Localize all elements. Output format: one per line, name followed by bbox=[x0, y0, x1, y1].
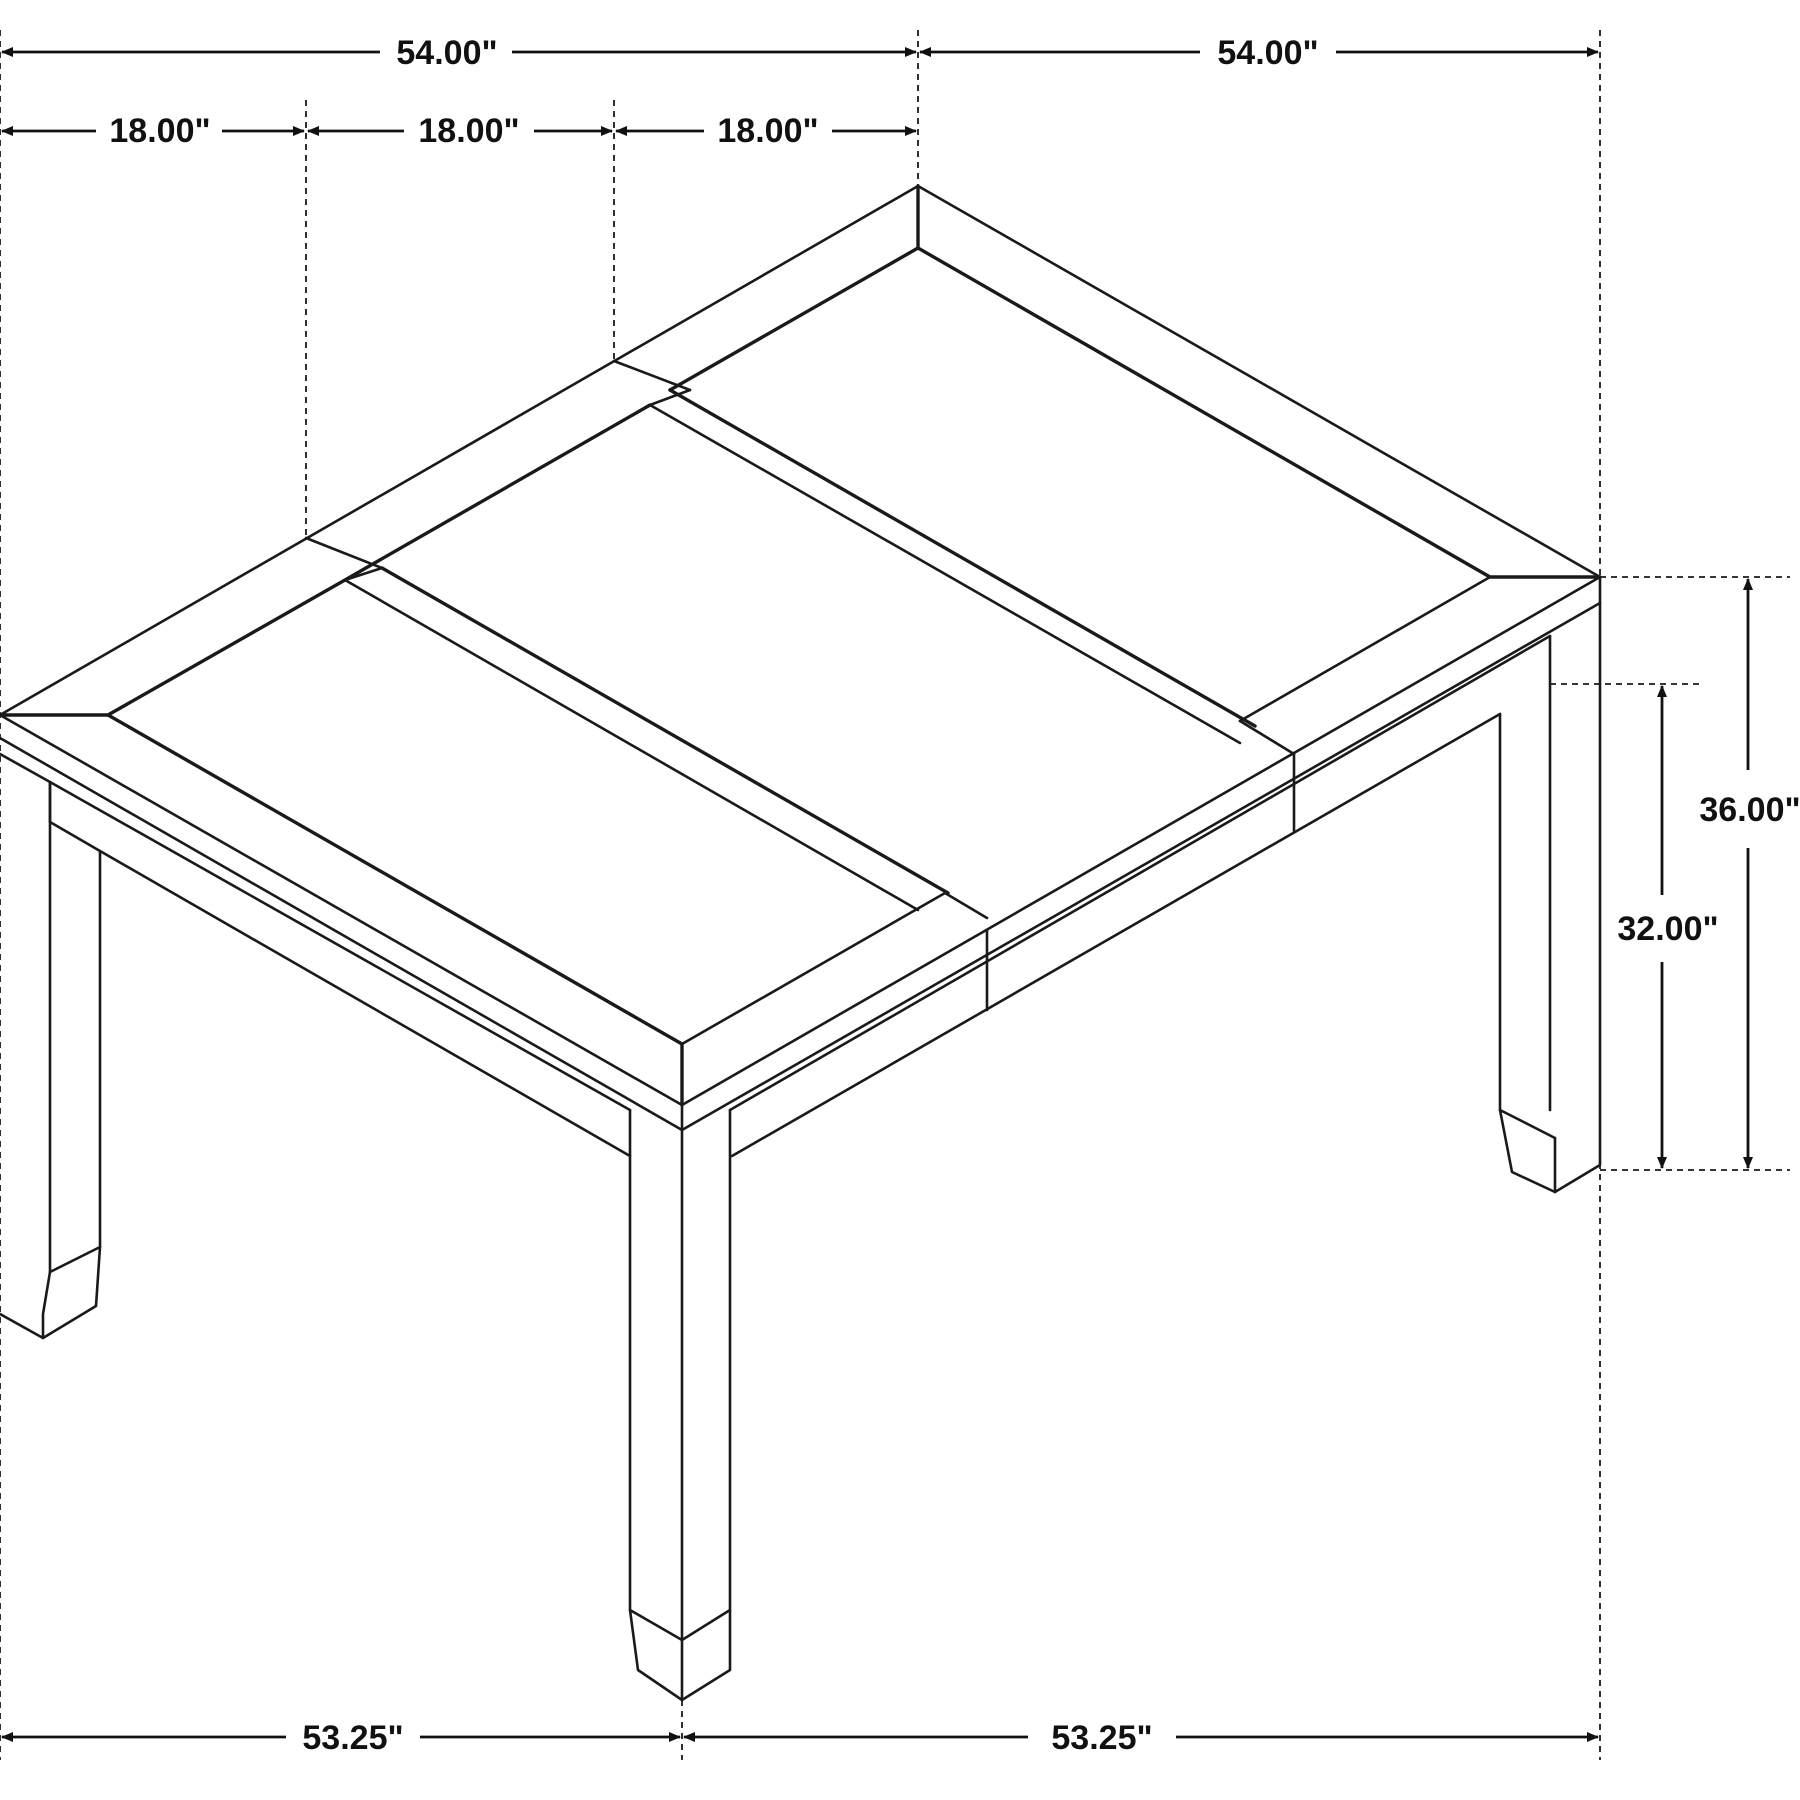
leg-front-foot-2 bbox=[680, 1608, 732, 1642]
dimension-labels: 54.00" 54.00" 18.00" 18.00" 18.00" 53.25… bbox=[109, 34, 1800, 1757]
apron-left-lower bbox=[98, 849, 632, 1158]
apron-right-lower bbox=[730, 712, 1502, 1158]
table-illustration bbox=[0, 184, 1602, 1702]
label-apron-height: 32.00" bbox=[1617, 910, 1718, 948]
leg-right bbox=[1498, 601, 1602, 1194]
top-inner-border-left bbox=[0, 713, 684, 1107]
center-leaf-bottom bbox=[380, 566, 950, 895]
top-inner-border-right-2 bbox=[668, 246, 920, 392]
top-front-edge bbox=[0, 601, 1602, 1132]
center-leaf-top-right bbox=[668, 388, 1257, 728]
apron-right-upper bbox=[728, 634, 1552, 1112]
center-leaf-groove-d bbox=[648, 388, 692, 407]
label-overall-height: 36.00" bbox=[1699, 791, 1800, 829]
table-top-outline bbox=[0, 184, 1602, 1107]
leaf-seam-2 bbox=[612, 359, 692, 392]
dimension-lines bbox=[1, 47, 1753, 1742]
leaf-edge-line-1 bbox=[943, 891, 989, 920]
leg-right-foot bbox=[1498, 1108, 1557, 1140]
apron-left-upper bbox=[48, 780, 632, 1112]
leg-left-foot-2 bbox=[48, 1245, 102, 1274]
label-leaf-1: 18.00" bbox=[109, 112, 210, 150]
top-inner-border-right bbox=[916, 184, 1602, 579]
leg-front-foot bbox=[628, 1608, 684, 1642]
top-inner-border-left-2 bbox=[106, 578, 347, 717]
label-base-right: 53.25" bbox=[1051, 1719, 1152, 1757]
label-base-left: 53.25" bbox=[302, 1719, 403, 1757]
top-inner-border-right-3 bbox=[1238, 575, 1492, 723]
leaf-seam-1 bbox=[304, 536, 384, 570]
center-leaf-groove-b bbox=[343, 578, 920, 912]
label-top-width-right: 54.00" bbox=[1217, 34, 1318, 72]
center-leaf-groove-a bbox=[648, 403, 1242, 745]
leg-front bbox=[628, 1108, 732, 1702]
top-inner-border-left-3 bbox=[680, 891, 947, 1046]
leaf-edge-line-2 bbox=[1238, 719, 1296, 756]
label-leaf-3: 18.00" bbox=[717, 112, 818, 150]
leg-left bbox=[41, 780, 102, 1340]
leg-left-foot bbox=[0, 1312, 45, 1340]
center-leaf-top-left bbox=[343, 403, 652, 582]
extension-lines bbox=[0, 30, 1790, 1760]
label-leaf-2: 18.00" bbox=[418, 112, 519, 150]
label-top-width-left: 54.00" bbox=[396, 34, 497, 72]
center-leaf-groove-c bbox=[343, 566, 384, 582]
